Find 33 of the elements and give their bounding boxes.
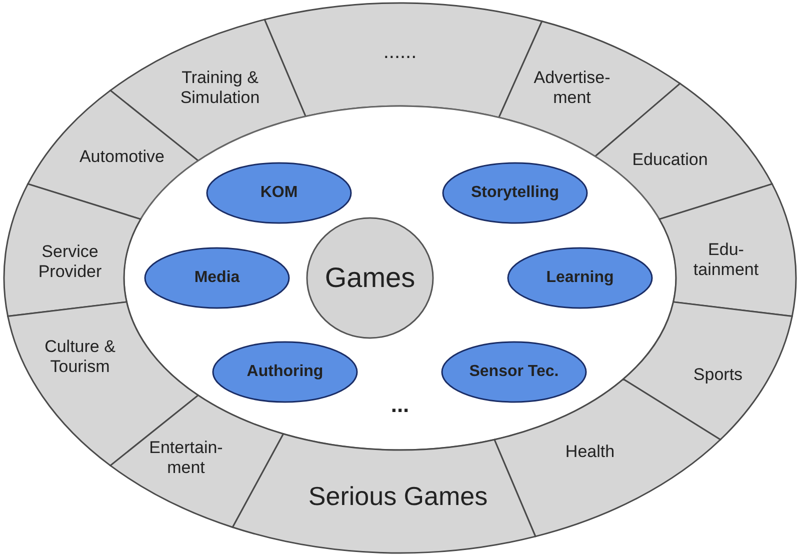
- segment-label: ......: [383, 40, 417, 64]
- ring-segment: [622, 301, 793, 440]
- segment-label: Health: [565, 442, 615, 462]
- topic-ellipse: [442, 162, 588, 224]
- ellipse-label: Authoring: [246, 362, 324, 382]
- ring-segment: [3, 183, 142, 318]
- segment-label: Culture & Tourism: [44, 336, 116, 378]
- ellipsis-text: ...: [390, 392, 410, 418]
- segment-label: Serious Games: [308, 481, 488, 513]
- segment-label: Edu- tainment: [692, 240, 760, 280]
- ring-segment: [232, 433, 536, 554]
- segment-label: Entertain- ment: [148, 438, 224, 478]
- ellipse-label: Games: [324, 261, 416, 295]
- ellipse-label: Media: [194, 268, 240, 288]
- topic-ellipse: [206, 162, 352, 224]
- ring-segment: [594, 82, 773, 220]
- topic-ellipse: [144, 247, 290, 309]
- segment-label: Advertise- ment: [532, 68, 612, 108]
- segment-label: Service Provider: [37, 242, 103, 282]
- ellipse-label: KOM: [260, 183, 298, 203]
- center-ellipse: [306, 217, 434, 339]
- segment-label: Education: [632, 150, 708, 170]
- segment-label: Sports: [693, 364, 743, 386]
- ellipse-label: Storytelling: [470, 183, 559, 203]
- ring-segment: [110, 394, 284, 528]
- topic-ellipse: [212, 341, 358, 403]
- topic-ellipse: [441, 341, 587, 403]
- ellipse-label: Learning: [546, 268, 614, 288]
- segment-label: Automotive: [79, 146, 165, 168]
- ellipse-label: Sensor Tec.: [469, 362, 559, 382]
- topic-ellipse: [507, 247, 653, 309]
- ring-segment: [658, 183, 797, 318]
- segment-label: Training & Simulation: [179, 68, 261, 108]
